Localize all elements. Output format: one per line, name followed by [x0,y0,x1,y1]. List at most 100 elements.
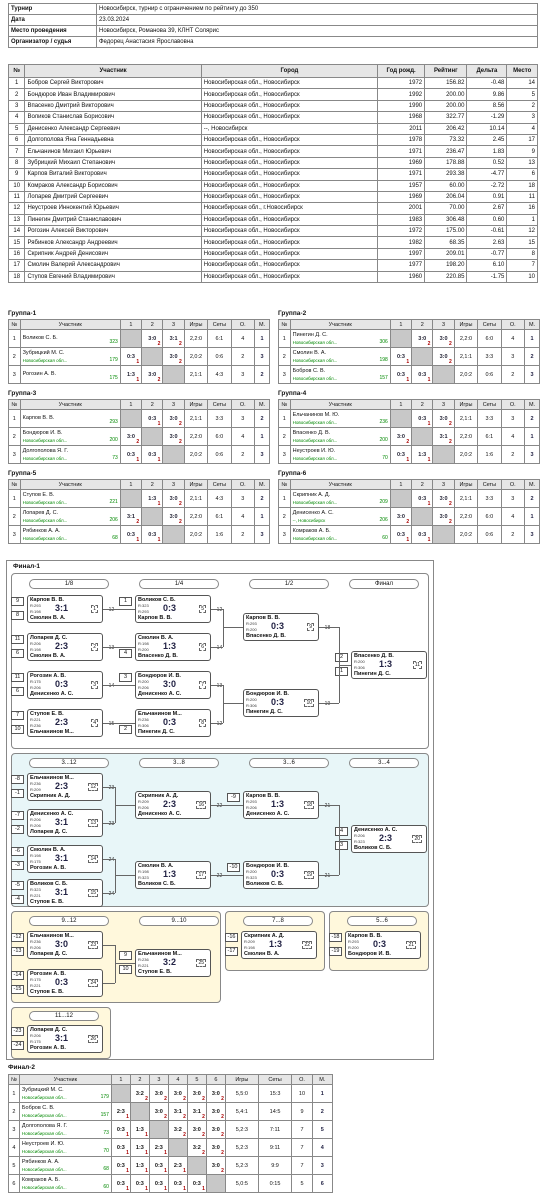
loser-ref: -22 [215,873,223,879]
seed-box: 8 [11,611,24,620]
column-header: Игры [453,479,479,490]
player-region: --, Новосибирск [292,517,326,523]
table-cell: -0.48 [466,76,508,90]
player-name: Смолин В. А. [292,349,327,356]
column-header: 1 [110,1074,131,1085]
games-cell: 2,2:0 [183,427,209,446]
player-cell: Зубрицкий М. С.Новосибирская обл...179 [19,347,121,366]
table-cell: 1 [7,76,26,90]
connector-line [115,875,135,876]
player-one: Ельчанинов М... [30,775,74,781]
column-header: Участник [19,479,121,490]
table-cell: 3 [7,99,26,113]
score-points: 2 [427,341,431,347]
match-score: 2:3 [55,717,69,727]
points-cell: 4 [230,329,256,348]
group-row: 2 Зубрицкий М. С.Новосибирская обл...179 0… [8,347,270,366]
match-score: 2:3 [55,641,69,651]
games-cell: 2,1:1 [183,365,209,384]
column-header: Сеты [207,479,232,490]
player-cell: Долгополова Я. Г.Новосибирская обл...73 [19,445,121,464]
column-header: О. [500,479,526,490]
place-cell: 1 [254,329,270,348]
player-one: Рогозин А. В. [30,971,66,977]
score-points: 2 [183,1096,186,1102]
player-two-rating: R:306 [354,665,365,670]
info-key: Турнир [8,3,97,15]
player-rating: 200 [109,437,118,443]
column-header: Игры [183,399,209,410]
games-cell: 5,4:1 [224,1102,259,1121]
game-number: 21 [406,941,416,949]
points-cell: 4 [230,507,256,526]
score: 3:0 [418,335,427,342]
player-one: Лопарев Д. С. [30,1027,68,1033]
match-score: 0:3 [271,697,285,707]
place-cell: 3 [254,445,270,464]
row-number: 3 [8,445,21,464]
score: 0:3 [154,1162,163,1169]
column-header: № [8,1074,20,1085]
seed-box: 6 [11,649,24,658]
score-points: 1 [145,1168,148,1174]
player-one: Ступов Е. В. [30,711,64,717]
table-cell: 15 [7,236,26,249]
player-two-rating: R:293 [138,609,149,614]
connector-line [103,647,135,648]
score: 0:3 [126,353,135,360]
player-cell: Смолин В. А.Новосибирская обл...198 [289,347,391,366]
player-one: Лопарев Д. С. [30,635,68,641]
table-cell: -0.77 [466,247,508,261]
score-points: 2 [202,1114,205,1120]
score: 3:0 [396,513,405,520]
player-one: Ельчанинов М... [30,933,74,939]
column-header: 6 [205,1074,226,1085]
seed-box: 7 [11,711,24,720]
row-number: 2 [278,507,291,526]
seed-box: 3 [119,673,132,682]
score: 3:0 [148,335,157,342]
points-cell: 7 [291,1120,313,1139]
score: 0:3 [396,451,405,458]
points-cell: 2 [230,347,256,366]
loser-ref: -13 [107,645,115,651]
player-name: Долгополова Я. Г. [22,447,69,454]
points-cell: 2 [500,365,526,384]
connector-line [211,647,223,648]
row-number: 4 [8,1138,20,1157]
score: 3:1 [173,1108,182,1115]
place-cell: 3 [524,365,540,384]
game-number: 5 [199,605,206,613]
score: 1:3 [135,1126,144,1133]
column-header: 1 [389,479,413,490]
loser-ref: -21 [323,873,331,879]
player-one: Смолин В. А. [30,847,66,853]
connector-line [103,609,135,610]
points-cell: 7 [291,1138,313,1157]
score: 0:3 [148,415,157,422]
column-header: М. [254,479,270,490]
player-two: Ступов Е. В. [30,899,64,905]
score: 1:3 [418,451,427,458]
match-score: 3:0 [163,679,177,689]
player-one: Рогозин А. В. [30,673,66,679]
score: 3:2 [173,1126,182,1133]
points-cell: 5 [291,1174,313,1193]
table-cell: 1982 [377,236,426,249]
place-cell: 6 [311,1174,334,1193]
seed-box: 1 [335,667,348,676]
score-cell [110,1084,131,1103]
table-cell: 1978 [377,133,426,147]
player-region: Новосибирская обл... [21,1184,67,1190]
